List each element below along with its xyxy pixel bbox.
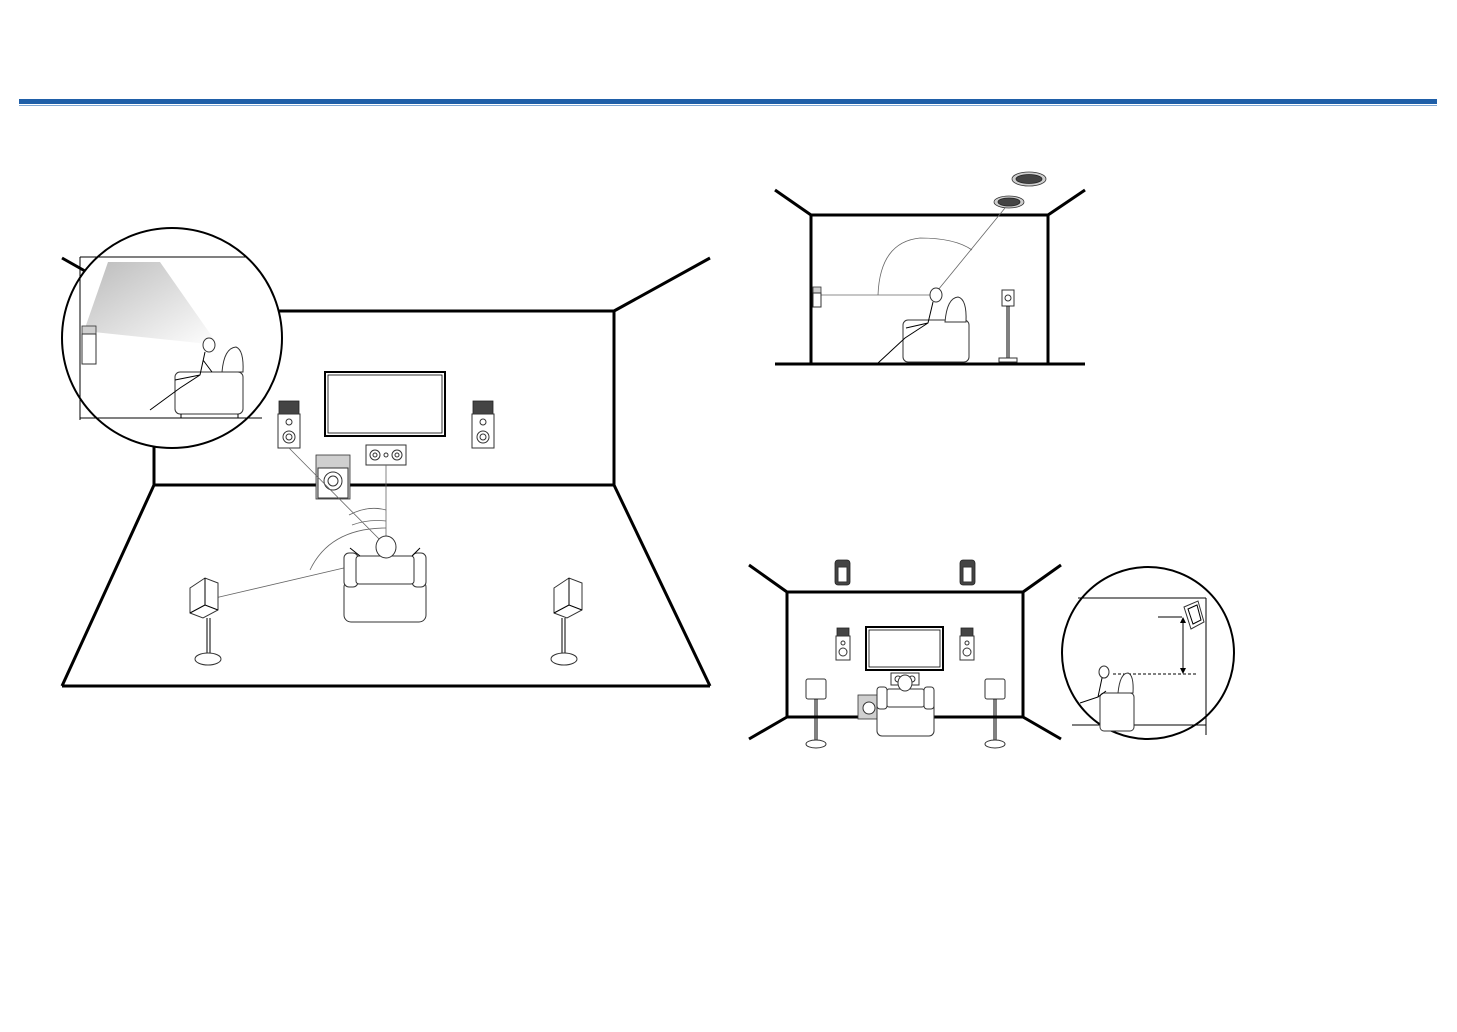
listener-icon: [344, 536, 426, 622]
front-speaker-side-icon: [813, 287, 821, 307]
ceiling-speaker-icon: [994, 172, 1046, 208]
front-right-speaker-icon: [472, 401, 494, 448]
figure-height-speakers: [745, 555, 1065, 755]
surround-left-speaker-icon: [190, 578, 221, 665]
stand-speaker-icon: [999, 290, 1017, 362]
wall-tv-icon: [866, 627, 943, 670]
angle-lines: [819, 208, 1005, 295]
listener-icon: [877, 675, 934, 736]
magnifier-inset: [62, 228, 282, 448]
figure-ceiling-speakers: [770, 160, 1090, 375]
wall-tv-icon: [325, 372, 445, 436]
surround-right-speaker-icon: [551, 578, 582, 665]
figure-room-layout: [0, 0, 730, 720]
figure-height-inset: [1058, 565, 1240, 747]
listener-icon: [878, 288, 969, 363]
center-speaker-icon: [366, 445, 406, 465]
height-speaker-icon: [835, 560, 975, 585]
front-left-speaker-icon: [278, 401, 300, 448]
